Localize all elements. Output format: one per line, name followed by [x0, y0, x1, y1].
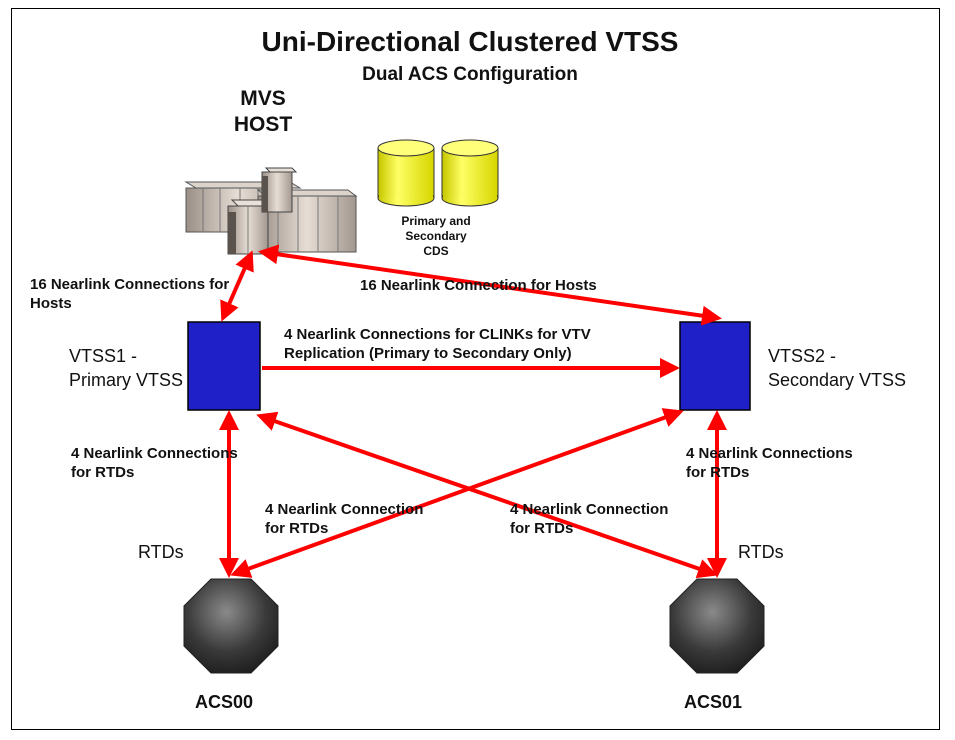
- host-label: MVS HOST: [213, 86, 313, 138]
- vtss1-rtd-link-label-line1: 4 Nearlink Connections: [71, 445, 238, 462]
- host-vtss1-arrow: [220, 250, 254, 322]
- vtss1-label-line1: VTSS1 -: [69, 346, 138, 366]
- clink-label: 4 Nearlink Connections for CLINKs for VT…: [284, 325, 591, 363]
- vtss1-rtd-link-label: 4 Nearlink Connections for RTDs: [71, 444, 238, 482]
- host-vtss2-arrow: [258, 244, 722, 326]
- vtss2-acs0-arrow: [230, 408, 684, 578]
- host-vtss1-link-label: 16 Nearlink Connections for Hosts: [30, 275, 229, 313]
- clink-label-line2: Replication (Primary to Secondary Only): [284, 345, 572, 362]
- acs01-label: ACS01: [684, 692, 743, 712]
- mainframe-host-icon: [184, 167, 358, 255]
- vtss2-label-line2: Secondary VTSS: [768, 370, 907, 390]
- cds-label-line3: CDS: [423, 244, 449, 258]
- vtss2-rtd-link-label-line2: for RTDs: [686, 464, 750, 481]
- vtss-box-icon: [187, 321, 261, 411]
- cross-right-link-label-line1: 4 Nearlink Connection: [510, 501, 669, 518]
- host-vtss1-link-label-line1: 16 Nearlink Connections for: [30, 276, 230, 293]
- vtss1-label-line2: Primary VTSS: [69, 370, 184, 390]
- cds-label: Primary and Secondary CDS: [376, 214, 496, 259]
- vtss2-rtd-link-label-line1: 4 Nearlink Connections: [686, 445, 853, 462]
- vtss2-rtd-link-label: 4 Nearlink Connections for RTDs: [686, 444, 853, 482]
- vtss1-rtd-link-label-line2: for RTDs: [71, 464, 135, 481]
- vtss1-acs1-arrow: [256, 411, 718, 579]
- cds-label-line2: Secondary: [405, 229, 467, 243]
- host-label-line1: MVS: [240, 87, 286, 110]
- acs-library-icon: [183, 578, 279, 674]
- cds-label-line1: Primary and: [401, 214, 471, 228]
- rtds-left-label: RTDs: [138, 542, 184, 562]
- host-vtss1-link-label-line2: Hosts: [30, 295, 72, 312]
- cross-left-link-label: 4 Nearlink Connection for RTDs: [265, 500, 423, 538]
- acs-library-icon: [669, 578, 765, 674]
- host-vtss2-link-label: 16 Nearlink Connection for Hosts: [360, 277, 597, 294]
- clink-label-line1: 4 Nearlink Connections for CLINKs for VT…: [284, 326, 591, 343]
- database-cylinder-icon: [441, 139, 499, 207]
- database-cylinder-icon: [377, 139, 435, 207]
- acs00-label: ACS00: [195, 692, 254, 712]
- cross-right-link-label: 4 Nearlink Connection for RTDs: [510, 500, 668, 538]
- host-label-line2: HOST: [233, 113, 293, 136]
- vtss1-label: VTSS1 - Primary VTSS: [69, 344, 183, 392]
- cross-right-link-label-line2: for RTDs: [510, 520, 574, 537]
- vtss2-label-line1: VTSS2 -: [768, 346, 837, 366]
- cross-left-link-label-line1: 4 Nearlink Connection: [265, 501, 424, 518]
- rtds-right-label: RTDs: [738, 542, 784, 562]
- cross-left-link-label-line2: for RTDs: [265, 520, 329, 537]
- page-title: Uni-Directional Clustered VTSS: [261, 26, 679, 57]
- vtss-box-icon: [679, 321, 751, 411]
- vtss2-label: VTSS2 - Secondary VTSS: [768, 344, 906, 392]
- page-subtitle: Dual ACS Configuration: [362, 64, 578, 85]
